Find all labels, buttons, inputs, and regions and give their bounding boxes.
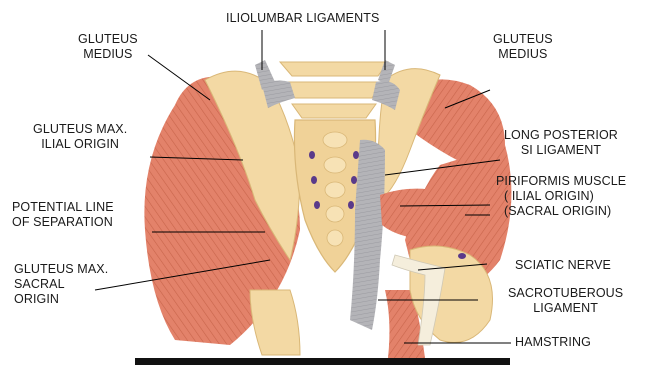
label-line: GLUTEUS MAX.: [14, 262, 108, 277]
label-line: MEDIUS: [78, 47, 138, 62]
label-line: LONG POSTERIOR: [504, 128, 618, 143]
label-line: ( ILIAL ORIGIN): [496, 189, 626, 204]
label-line: SI LIGAMENT: [504, 143, 618, 158]
bottom-bar: [135, 358, 510, 365]
label-line: GLUTEUS: [493, 32, 553, 47]
label-line: SACROTUBEROUS: [508, 286, 623, 301]
label-line: GLUTEUS: [78, 32, 138, 47]
label-iliolumbar-ligaments: ILIOLUMBAR LIGAMENTS: [226, 11, 379, 26]
label-line: SACRAL: [14, 277, 108, 292]
label-line: (SACRAL ORIGIN): [496, 204, 626, 219]
label-line: HAMSTRING: [515, 335, 591, 350]
label-line: OF SEPARATION: [12, 215, 114, 230]
label-line: MEDIUS: [493, 47, 553, 62]
label-gluteus-max-ilial-origin: GLUTEUS MAX. ILIAL ORIGIN: [33, 122, 127, 152]
label-line: ILIAL ORIGIN: [33, 137, 127, 152]
label-sciatic-nerve: SCIATIC NERVE: [515, 258, 611, 273]
label-line: ILIOLUMBAR LIGAMENTS: [226, 11, 379, 26]
label-gluteus-medius-right: GLUTEUS MEDIUS: [493, 32, 553, 62]
label-long-posterior-si-ligament: LONG POSTERIOR SI LIGAMENT: [504, 128, 618, 158]
label-line: ORIGIN: [14, 292, 108, 307]
lumbar-vertebrae: [280, 62, 388, 118]
label-line: GLUTEUS MAX.: [33, 122, 127, 137]
label-line: SCIATIC NERVE: [515, 258, 611, 273]
label-gluteus-medius-left: GLUTEUS MEDIUS: [78, 32, 138, 62]
label-hamstring: HAMSTRING: [515, 335, 591, 350]
label-piriformis-muscle: PIRIFORMIS MUSCLE ( ILIAL ORIGIN) (SACRA…: [496, 174, 626, 219]
label-sacrotuberous-ligament: SACROTUBEROUS LIGAMENT: [508, 286, 623, 316]
label-potential-line-of-separation: POTENTIAL LINE OF SEPARATION: [12, 200, 114, 230]
label-line: POTENTIAL LINE: [12, 200, 114, 215]
label-gluteus-max-sacral-origin: GLUTEUS MAX. SACRAL ORIGIN: [14, 262, 108, 307]
label-line: PIRIFORMIS MUSCLE: [496, 174, 626, 189]
ischium-bone: [250, 290, 300, 355]
label-line: LIGAMENT: [508, 301, 623, 316]
